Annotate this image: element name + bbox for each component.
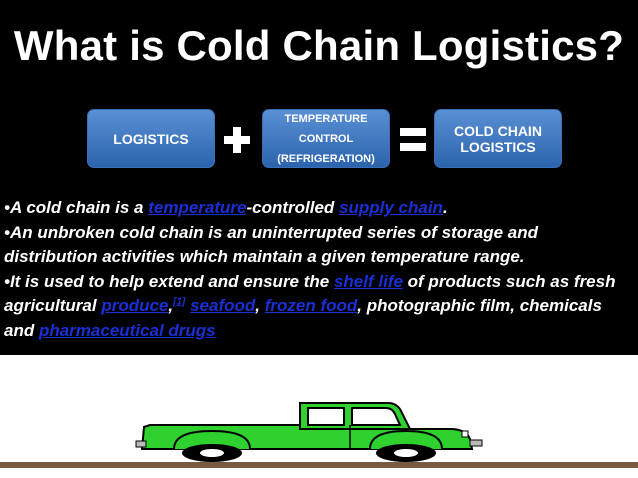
equals-sign-top: [400, 128, 426, 136]
temperature-control-box: TEMPERATURE CONTROL (REFRIGERATION): [262, 109, 390, 168]
bullet-2: •An unbroken cold chain is an uninterrup…: [4, 222, 538, 267]
bullet-1: •A cold chain is a temperature-controlle…: [4, 196, 634, 221]
bullet-1-text-3: .: [442, 198, 448, 217]
slide-panel: What is Cold Chain Logistics? LOGISTICS …: [0, 0, 638, 355]
link-temperature[interactable]: temperature: [148, 198, 247, 217]
bullet-3-text-6: , photographic film, chemicals and: [4, 296, 602, 340]
bullet-3-text-3: ,: [168, 296, 174, 315]
equals-sign-bottom: [400, 143, 426, 151]
bullet-1-text-2: -controlled: [246, 198, 340, 217]
bullet-1-text-1: •A cold chain is a: [4, 198, 149, 217]
link-shelf-life[interactable]: shelf life: [333, 271, 403, 291]
link-frozen-food[interactable]: frozen food: [264, 296, 358, 315]
logistics-box: LOGISTICS: [87, 109, 215, 168]
temperature-control-line-1: TEMPERATURE: [284, 112, 368, 125]
temperature-control-line-3: (REFRIGERATION): [277, 152, 375, 165]
bullet-3-text-2: of products such as fresh agricultural: [4, 271, 616, 316]
bullet-3-text-1: •It is used to help extend and ensure th…: [4, 271, 334, 291]
temperature-control-line-2: CONTROL: [298, 132, 354, 145]
link-seafood[interactable]: seafood: [190, 296, 256, 315]
plus-sign-vertical: [233, 127, 241, 153]
cold-chain-logistics-box: COLD CHAIN LOGISTICS: [434, 109, 562, 168]
link-pharmaceutical-drugs[interactable]: pharmaceutical drugs: [38, 320, 216, 340]
bullet-3-text-5: ,: [255, 296, 265, 315]
link-supply-chain[interactable]: supply chain: [339, 198, 443, 217]
citation-link[interactable]: [1]: [173, 296, 186, 308]
ground-line: [0, 462, 638, 468]
pickup-truck-icon: [135, 402, 483, 462]
bullet-list: •A cold chain is a temperature-controlle…: [4, 196, 634, 343]
cold-chain-logistics-label: COLD CHAIN LOGISTICS: [454, 122, 542, 155]
logistics-box-label: LOGISTICS: [113, 130, 189, 147]
link-produce[interactable]: produce: [101, 296, 169, 315]
bullet-3: •It is used to help extend and ensure th…: [4, 270, 634, 344]
slide-title: What is Cold Chain Logistics?: [13, 22, 625, 69]
